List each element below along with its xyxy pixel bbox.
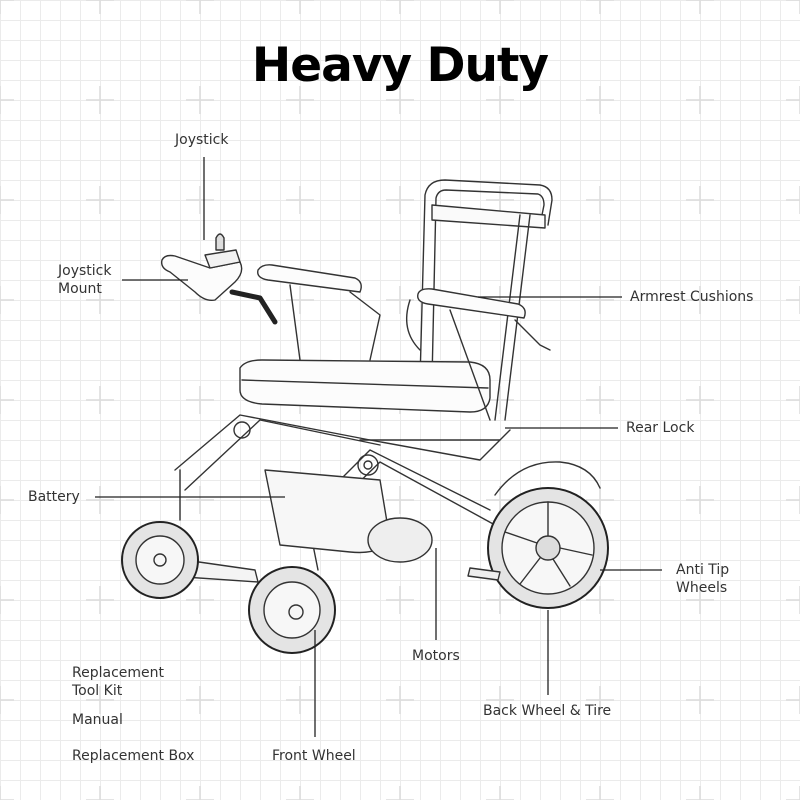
- grid-cross: [386, 0, 414, 14]
- grid-cross: [386, 586, 414, 614]
- grid-cross: [686, 586, 714, 614]
- grid-cross: [486, 586, 514, 614]
- grid-cross: [186, 686, 214, 714]
- grid-cross: [186, 0, 214, 14]
- grid-cross: [586, 186, 614, 214]
- grid-cross: [0, 686, 14, 714]
- grid-cross: [86, 786, 114, 800]
- grid-cross: [686, 186, 714, 214]
- anti-tip-wheel: [467, 567, 501, 581]
- grid-cross: [86, 486, 114, 514]
- grid-cross: [86, 286, 114, 314]
- label-manual: Manual: [72, 712, 123, 728]
- label-joystick: Joystick: [175, 132, 229, 148]
- grid-cross: [186, 386, 214, 414]
- grid-cross: [686, 86, 714, 114]
- joystick-unit: [160, 233, 278, 325]
- label-anti-tip-2: Wheels: [676, 580, 728, 596]
- label-armrest-cushions: Armrest Cushions: [630, 289, 754, 305]
- label-tool-kit-1: Replacement: [72, 665, 164, 681]
- grid-cross: [186, 586, 214, 614]
- grid-cross: [486, 186, 514, 214]
- grid-cross: [586, 386, 614, 414]
- grid-cross: [786, 686, 800, 714]
- grid-cross: [586, 86, 614, 114]
- grid-cross: [286, 286, 314, 314]
- grid-cross: [786, 86, 800, 114]
- grid-cross: [786, 586, 800, 614]
- grid-cross: [686, 486, 714, 514]
- grid-cross: [586, 786, 614, 800]
- grid-cross: [386, 486, 414, 514]
- grid-cross: [186, 486, 214, 514]
- backrest: [419, 179, 553, 421]
- grid-cross: [386, 686, 414, 714]
- page-title: Heavy Duty: [251, 38, 549, 93]
- grid-cross: [86, 386, 114, 414]
- grid-cross: [186, 186, 214, 214]
- label-tool-kit-2: Tool Kit: [72, 683, 123, 699]
- grid-cross: [486, 86, 514, 114]
- label-anti-tip-1: Anti Tip: [676, 562, 730, 578]
- grid-cross: [486, 0, 514, 14]
- grid-cross: [786, 486, 800, 514]
- front-wheel-left: [121, 521, 199, 599]
- grid-cross: [586, 0, 614, 14]
- grid-cross: [386, 786, 414, 800]
- grid-cross: [186, 786, 214, 800]
- grid-cross: [486, 686, 514, 714]
- grid-cross: [586, 586, 614, 614]
- grid-cross: [486, 386, 514, 414]
- grid-cross: [86, 186, 114, 214]
- grid-cross: [186, 86, 214, 114]
- grid-cross: [286, 86, 314, 114]
- armrest-right: [406, 288, 551, 421]
- grid-cross: [0, 586, 14, 614]
- grid-cross: [686, 786, 714, 800]
- grid-cross: [0, 186, 14, 214]
- grid-cross: [286, 786, 314, 800]
- seat-cushion: [239, 359, 491, 413]
- grid-cross: [0, 486, 14, 514]
- grid-cross: [586, 686, 614, 714]
- grid-cross: [486, 486, 514, 514]
- grid-cross: [0, 386, 14, 414]
- front-wheel-right: [248, 566, 336, 654]
- label-joystick-mount-1: Joystick: [58, 263, 112, 279]
- grid-cross: [686, 386, 714, 414]
- grid-cross: [386, 86, 414, 114]
- grid-cross: [486, 786, 514, 800]
- grid-cross: [286, 686, 314, 714]
- grid-cross: [0, 86, 14, 114]
- grid-cross: [686, 0, 714, 14]
- label-replacement-box: Replacement Box: [72, 748, 195, 764]
- grid-cross: [586, 286, 614, 314]
- grid-cross: [0, 286, 14, 314]
- label-joystick-mount-2: Mount: [58, 281, 102, 297]
- grid-cross: [86, 0, 114, 14]
- battery-motor: [264, 469, 433, 563]
- grid-cross: [86, 686, 114, 714]
- grid-cross: [686, 686, 714, 714]
- grid-cross: [86, 586, 114, 614]
- label-motors: Motors: [412, 648, 460, 664]
- grid-cross: [286, 0, 314, 14]
- grid-cross: [286, 186, 314, 214]
- grid-cross: [586, 486, 614, 514]
- grid-cross: [686, 286, 714, 314]
- grid-cross: [786, 186, 800, 214]
- label-front-wheel: Front Wheel: [272, 748, 356, 764]
- grid-cross: [86, 86, 114, 114]
- grid-cross: [786, 286, 800, 314]
- back-wheel: [487, 461, 609, 609]
- grid-cross: [386, 186, 414, 214]
- label-rear-lock: Rear Lock: [626, 420, 695, 436]
- grid-cross: [786, 386, 800, 414]
- label-battery: Battery: [28, 489, 80, 505]
- armrest-left: [257, 264, 381, 361]
- label-back-wheel: Back Wheel & Tire: [483, 703, 612, 719]
